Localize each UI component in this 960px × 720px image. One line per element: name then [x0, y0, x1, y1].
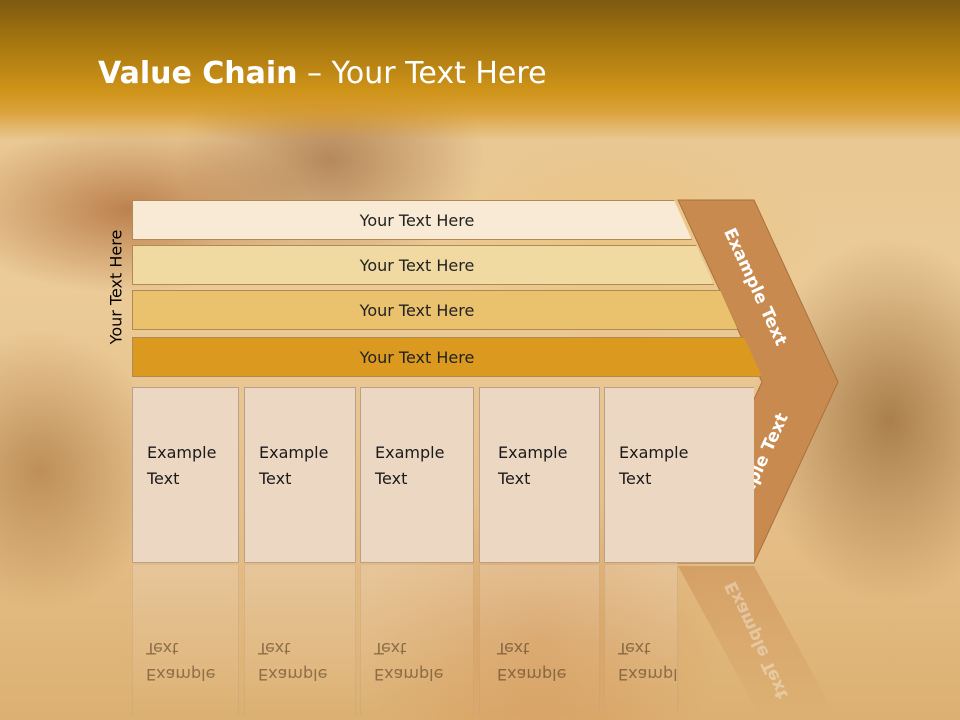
- example-box-2-reflection: Example Text: [244, 565, 356, 715]
- reflection-5-line1: Example: [618, 665, 678, 684]
- example-box-2-line1: Example: [259, 443, 329, 462]
- chevron-arrow: [677, 199, 839, 564]
- example-box-4-line2: Text: [498, 469, 531, 488]
- reflection-3-line1: Example: [374, 665, 444, 684]
- example-box-5-reflection: Example Text: [604, 565, 678, 715]
- value-bar-1-text: Your Text Here: [359, 210, 475, 230]
- example-box-4-line1: Example: [498, 443, 568, 462]
- example-box-4-reflection: Example Text: [479, 565, 600, 715]
- example-box-1-reflection: Example Text: [132, 565, 239, 715]
- example-box-2-line2: Text: [259, 469, 292, 488]
- example-box-1-line2: Text: [147, 469, 180, 488]
- reflection-2-line2: Text: [258, 639, 291, 658]
- title-bold-part: Value Chain: [98, 56, 298, 91]
- title-banner: [0, 0, 960, 140]
- reflection-3-line2: Text: [374, 639, 407, 658]
- reflection-1-line2: Text: [146, 639, 179, 658]
- value-bar-1: Your Text Here: [132, 200, 692, 240]
- title-rest-part: – Your Text Here: [297, 56, 547, 91]
- example-box-3-reflection: Example Text: [360, 565, 474, 715]
- value-bar-2: Your Text Here: [132, 245, 714, 285]
- example-box-3-line1: Example: [375, 443, 445, 462]
- value-bar-4-text: Your Text Here: [359, 347, 475, 367]
- reflection-1-line1: Example: [146, 665, 216, 684]
- reflection-5-line2: Text: [618, 639, 651, 658]
- value-bar-3-text: Your Text Here: [359, 300, 475, 320]
- example-box-5-line1: Example: [619, 443, 689, 462]
- value-bar-2-text: Your Text Here: [359, 255, 475, 275]
- reflection-4-line1: Example: [497, 665, 567, 684]
- value-bar-4: Your Text Here: [132, 337, 762, 377]
- example-box-5-line2: Text: [619, 469, 652, 488]
- chevron-arrow-reflection: [678, 566, 838, 720]
- example-box-3-line2: Text: [375, 469, 408, 488]
- reflection-4-line2: Text: [497, 639, 530, 658]
- reflection-2-line1: Example: [258, 665, 328, 684]
- example-box-1-line1: Example: [147, 443, 217, 462]
- value-bar-3: Your Text Here: [132, 290, 738, 330]
- slide-title: Value Chain – Your Text Here: [98, 54, 547, 94]
